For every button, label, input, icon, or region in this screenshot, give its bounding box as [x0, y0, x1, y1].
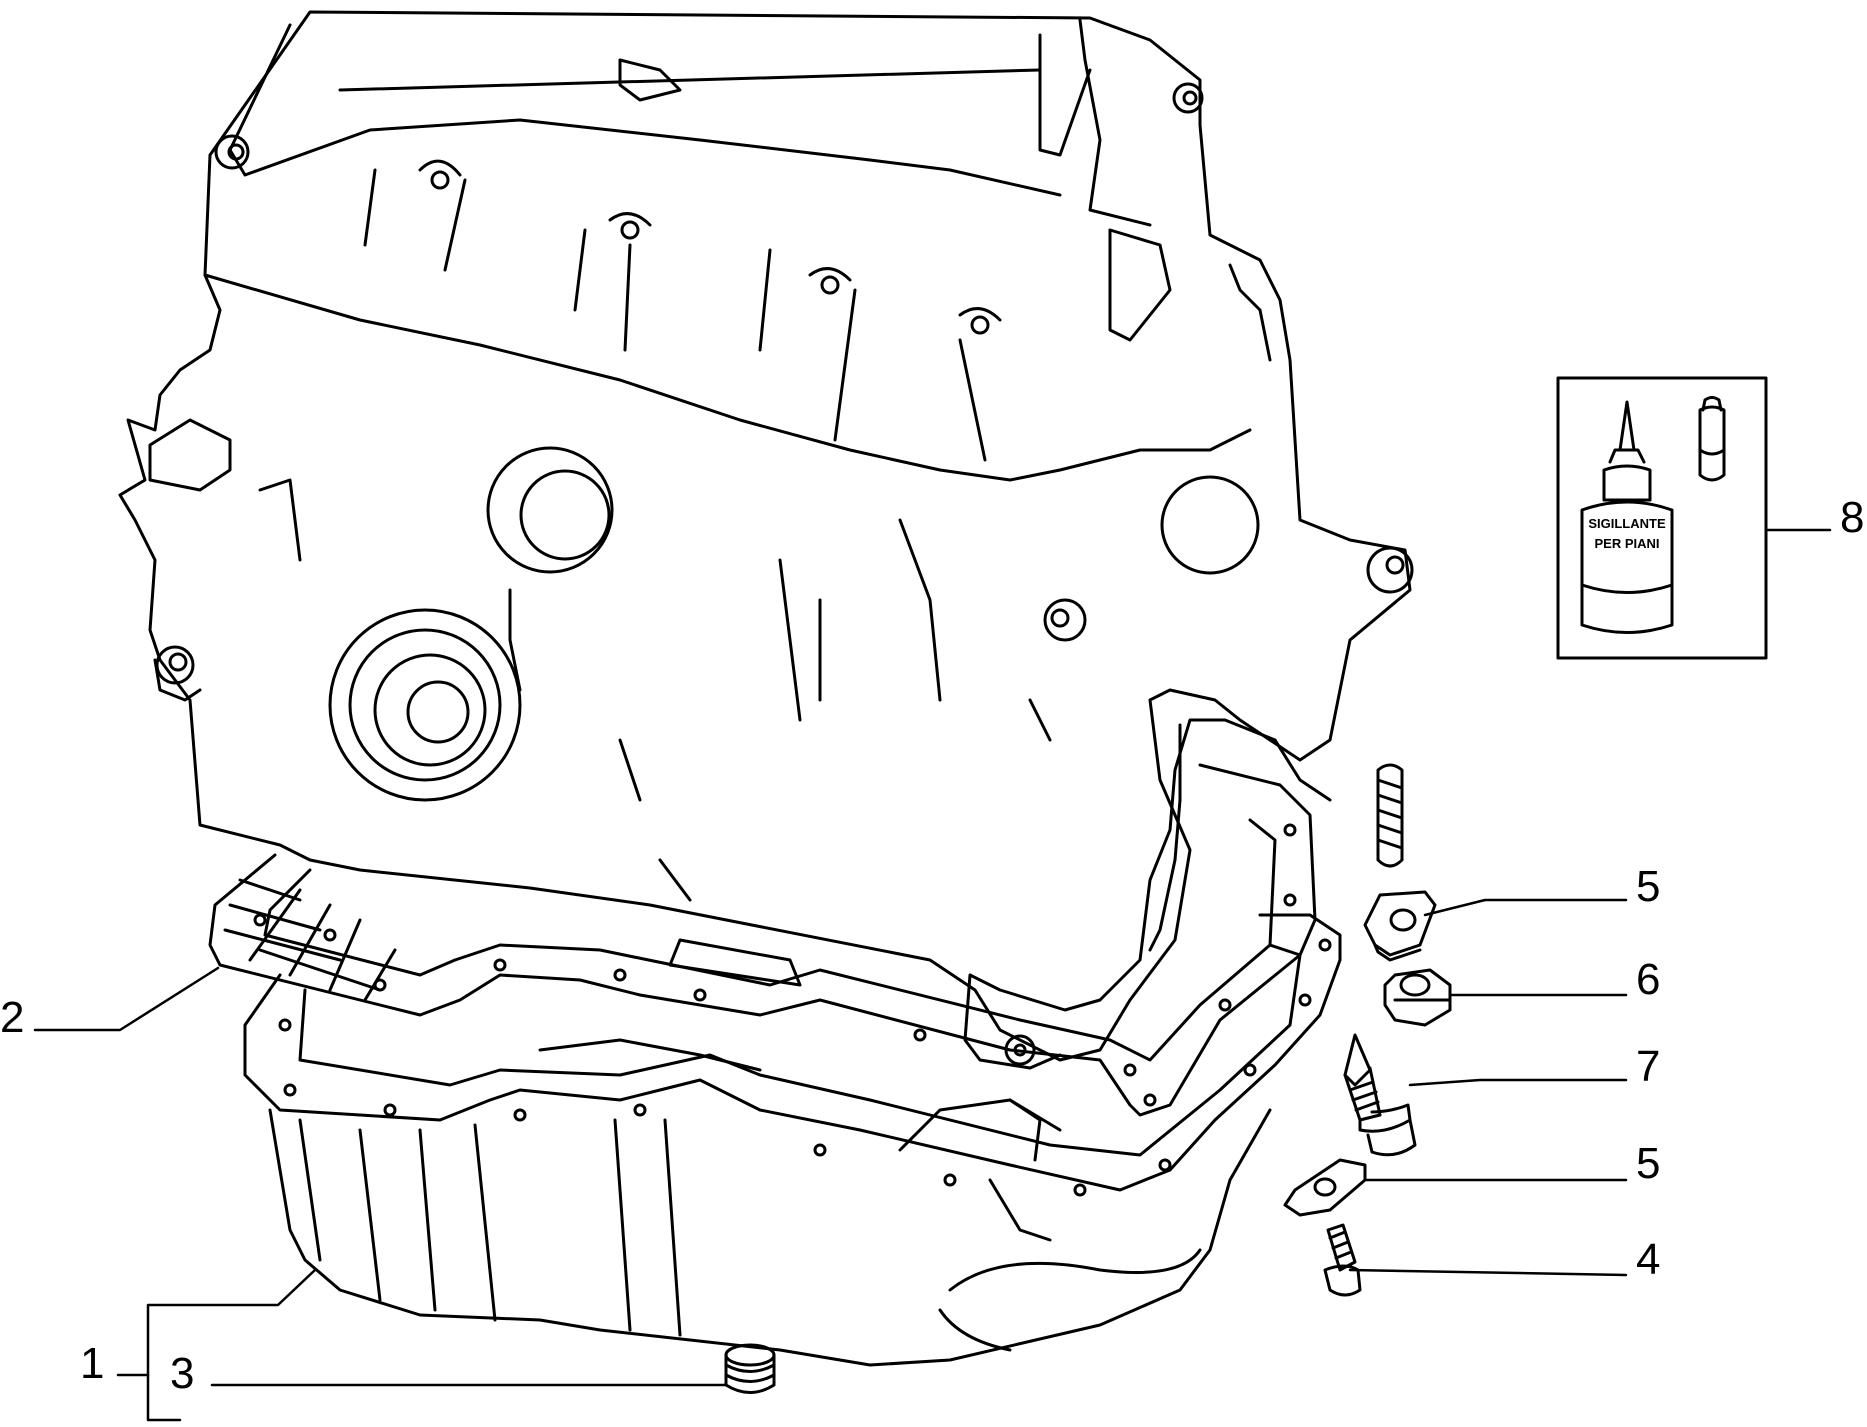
- callout-5-lower: 5: [1636, 1139, 1661, 1188]
- callout-2: 2: [0, 993, 25, 1042]
- oil-pan-gasket: [208, 763, 1317, 1117]
- callout-7: 7: [1636, 1042, 1661, 1091]
- washer-plate-upper: [1363, 890, 1437, 962]
- sealant-label-line1: SIGILLANTE: [1588, 516, 1666, 531]
- shoulder-screw: [1343, 1033, 1417, 1157]
- callout-8: 8: [1840, 493, 1865, 542]
- callout-6: 6: [1636, 955, 1661, 1004]
- drain-plug: [724, 1343, 776, 1394]
- leader-lines: [33, 528, 1832, 1422]
- sealant-kit-box: SIGILLANTE PER PIANI: [1556, 376, 1768, 660]
- callout-3: 3: [170, 1349, 195, 1398]
- stud-bolt: [1376, 763, 1404, 868]
- callout-1: 1: [80, 1339, 105, 1388]
- oil-pan-sump: [243, 913, 1342, 1367]
- sealant-label-line2: PER PIANI: [1594, 536, 1659, 551]
- callout-4: 4: [1636, 1235, 1661, 1284]
- hex-bolt: [1323, 1223, 1362, 1297]
- hex-nut: [1383, 968, 1452, 1027]
- washer-plate-lower: [1283, 1158, 1367, 1217]
- callout-5-upper: 5: [1636, 862, 1661, 911]
- engine-block-drawing: [118, 10, 1414, 1070]
